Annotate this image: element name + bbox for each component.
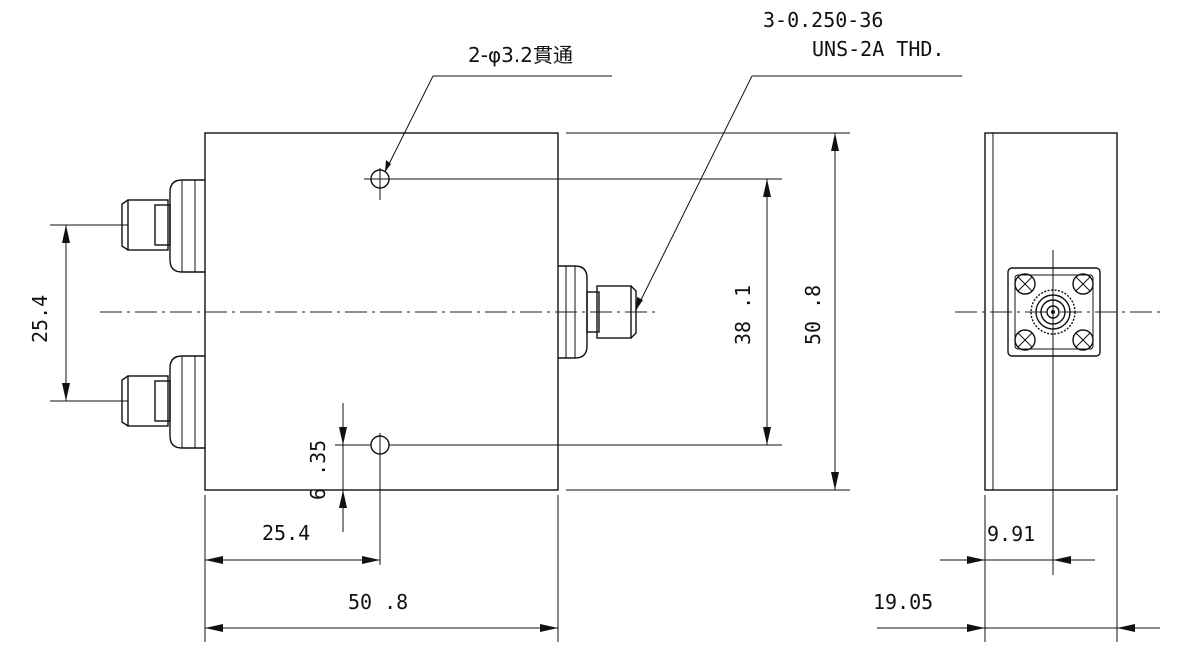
dimension-hole-offset: 6 .35 bbox=[306, 403, 371, 532]
sma-connector-right bbox=[558, 265, 637, 359]
thread-callout: 3-0.250-36 UNS-2A THD. bbox=[635, 8, 962, 311]
cross-screw-icon bbox=[1014, 273, 1036, 295]
dimension-connector-center: 9.91 bbox=[940, 495, 1095, 642]
cross-screw-icon bbox=[1072, 329, 1094, 351]
dimension-body-height-label: 50 .8 bbox=[801, 285, 825, 345]
dimension-connector-center-label: 9.91 bbox=[987, 522, 1035, 546]
cross-screw-icon bbox=[1014, 329, 1036, 351]
hole-callout-label: 2-φ3.2貫通 bbox=[468, 43, 573, 67]
thread-callout-line1: 3-0.250-36 bbox=[763, 8, 883, 32]
dimension-body-width: 50 .8 bbox=[205, 495, 559, 642]
sma-connector-left-top bbox=[121, 179, 205, 273]
dimension-hole-from-left: 25.4 bbox=[204, 495, 380, 642]
front-view: 2-φ3.2貫通 3-0.250-36 UNS-2A THD. 25.4 bbox=[28, 8, 962, 642]
side-view: 9.91 19.05 bbox=[873, 132, 1160, 642]
side-connector-flange bbox=[1007, 267, 1101, 357]
dimension-hole-spacing-label: 38 .1 bbox=[731, 285, 755, 345]
dimension-body-width-label: 50 .8 bbox=[348, 590, 408, 614]
dimension-hole-offset-label: 6 .35 bbox=[306, 440, 330, 500]
sma-connector-left-bottom bbox=[121, 355, 205, 449]
dimension-side-thickness-label: 19.05 bbox=[873, 590, 933, 614]
dimension-body-height: 50 .8 bbox=[566, 132, 850, 491]
thread-callout-line2: UNS-2A THD. bbox=[812, 37, 944, 61]
dimension-hole-spacing: 38 .1 bbox=[389, 178, 782, 446]
dimension-hole-from-left-label: 25.4 bbox=[262, 521, 310, 545]
dimension-port-spacing: 25.4 bbox=[28, 224, 128, 402]
dimension-side-thickness: 19.05 bbox=[873, 495, 1160, 642]
dimension-port-spacing-label: 25.4 bbox=[28, 295, 52, 343]
hole-callout: 2-φ3.2貫通 bbox=[384, 43, 612, 173]
cross-screw-icon bbox=[1072, 273, 1094, 295]
